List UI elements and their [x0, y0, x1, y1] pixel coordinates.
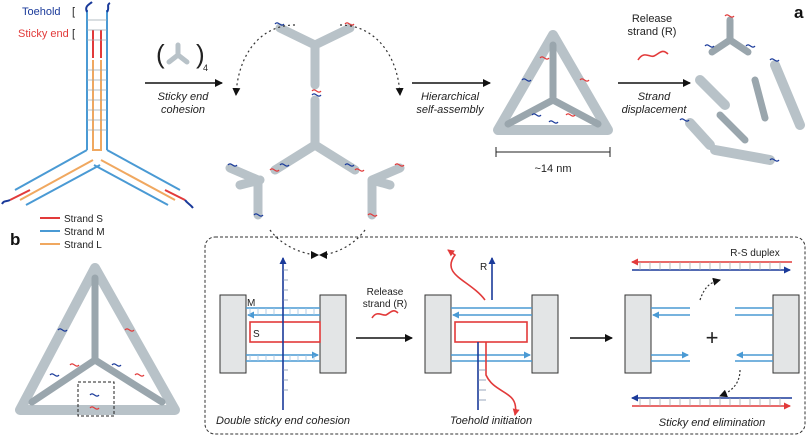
duplex-label: R-S duplex [730, 248, 779, 259]
step2-line2: self-assembly [416, 104, 485, 116]
panel-b-label: b [10, 230, 20, 249]
toehold-bracket: [ [72, 6, 75, 18]
label-s: S [253, 329, 260, 340]
legend-strand-l: Strand L [64, 240, 102, 251]
plus-sign: + [706, 325, 719, 350]
three-arm-junction [1, 1, 194, 209]
tripod-assembly [225, 23, 405, 220]
legend-strand-s: Strand S [64, 214, 103, 225]
caption-elimination: Sticky end elimination [659, 417, 765, 429]
release-b-line2: strand (R) [363, 299, 407, 310]
cohesion-schematic [219, 257, 347, 410]
sticky-ends-tetra-a [521, 56, 590, 124]
caption-cohesion: Double sticky end cohesion [216, 415, 350, 427]
svg-text:): ) [196, 39, 205, 69]
release-strand-icon [637, 50, 669, 61]
toehold-schematic [424, 249, 559, 416]
sticky-ends-pieces [679, 14, 780, 162]
toehold-label: Toehold [22, 6, 61, 18]
step1-line1: Sticky end [158, 91, 210, 103]
caption-toehold: Toehold initiation [450, 415, 532, 427]
step2-line1: Hierarchical [421, 91, 480, 103]
legend-strand-m: Strand M [64, 227, 105, 238]
step3-line2: displacement [622, 104, 688, 116]
disassembled-pieces [685, 16, 805, 165]
release-line1: Release [632, 13, 672, 25]
sticky-ends-assembly [227, 22, 405, 217]
release-line2: strand (R) [628, 26, 677, 38]
step3-line1: Strand [638, 91, 671, 103]
release-strand-b-icon [371, 310, 399, 319]
step1-line2: cohesion [161, 104, 205, 116]
label-r: R [480, 262, 487, 273]
elimination-schematic [624, 258, 800, 410]
scale-label: ~14 nm [535, 163, 572, 175]
sticky-ends-tetra-b [49, 328, 145, 410]
monomer-icon: ( ) 4 [156, 39, 208, 73]
sticky-end-bracket: [ [72, 28, 75, 40]
tetrahedron-b [15, 263, 180, 415]
scale-bar [495, 147, 611, 157]
assembly-dotted-arrows [232, 24, 404, 259]
zoom-box [77, 381, 115, 417]
sticky-end-label: Sticky end [18, 28, 69, 40]
detail-frame [204, 236, 806, 435]
release-b-line1: Release [367, 287, 404, 298]
label-m: M [247, 298, 255, 309]
svg-text:(: ( [156, 39, 165, 69]
monomer-count: 4 [203, 63, 208, 73]
panel-a-label: a [794, 3, 804, 22]
tetrahedron-a [493, 30, 613, 135]
